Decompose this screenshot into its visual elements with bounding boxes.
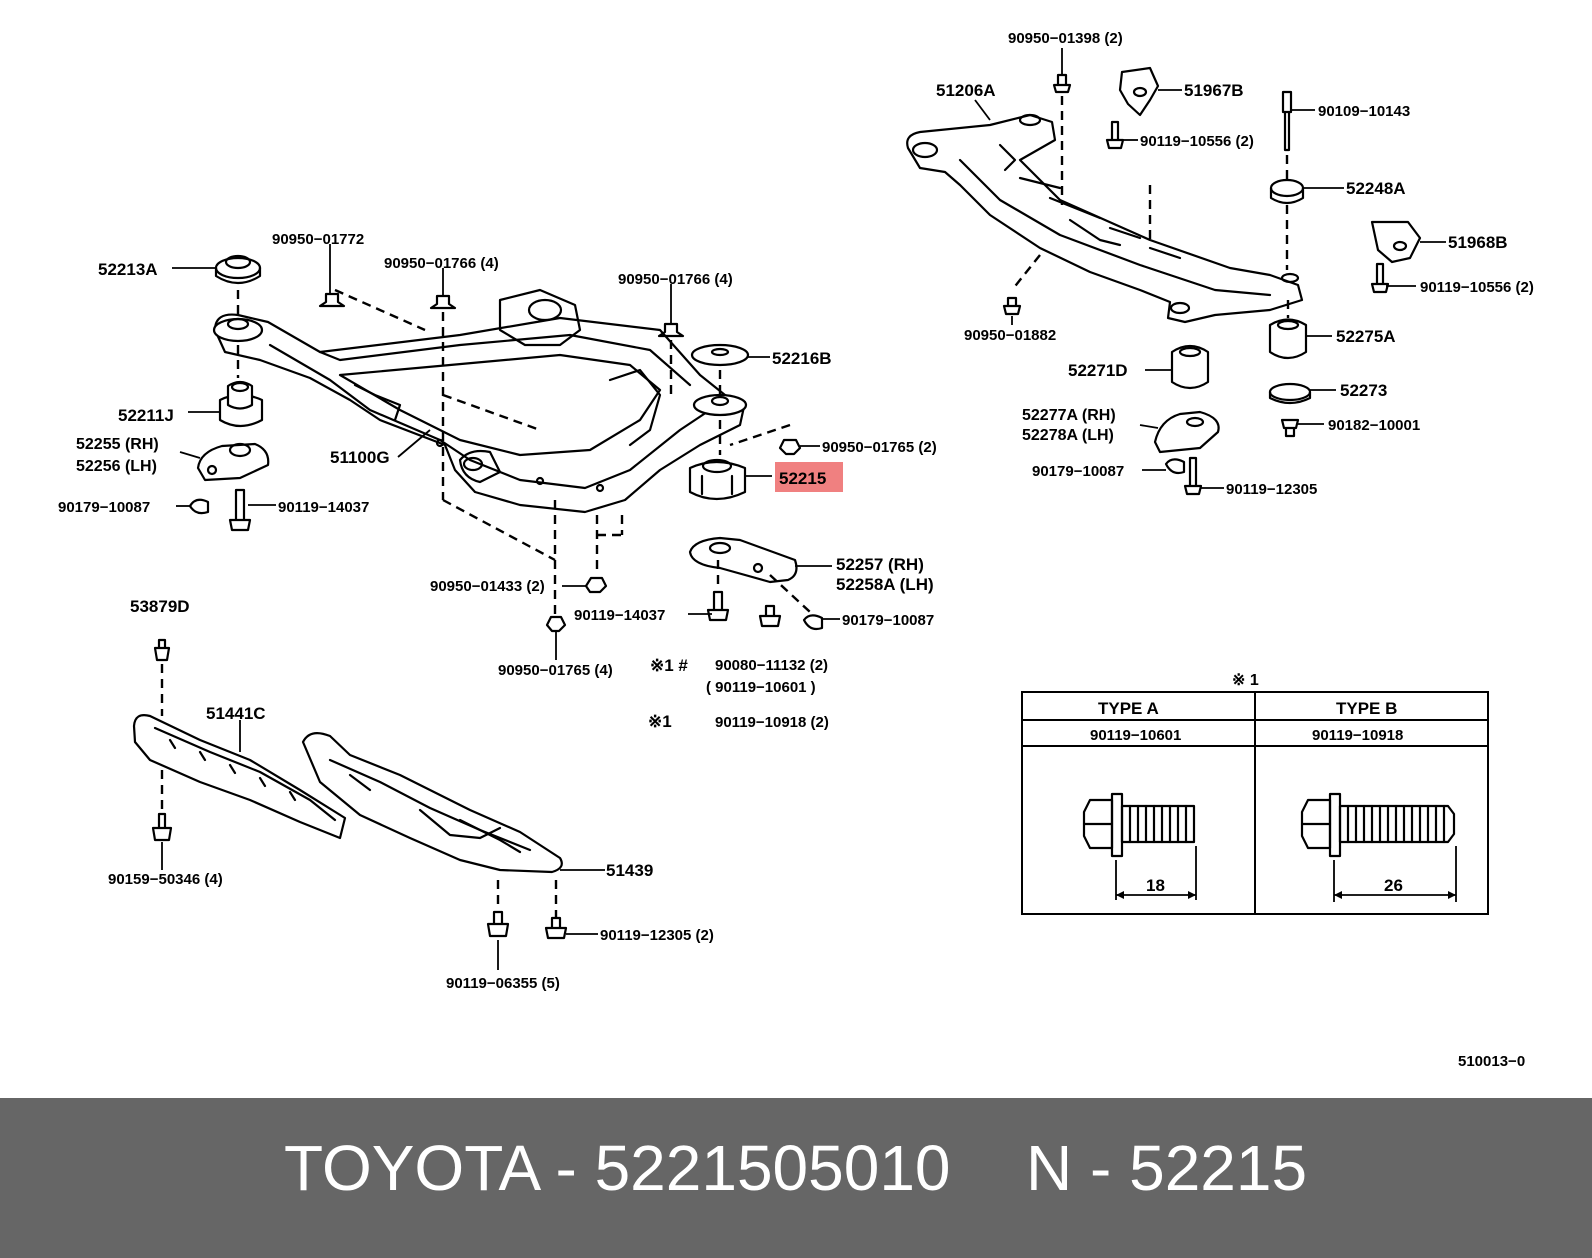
type-b-part: 90119−10918 bbox=[1312, 727, 1403, 744]
label-51441C: 51441C bbox=[206, 704, 266, 723]
rear-guide-lines bbox=[1011, 96, 1290, 318]
label-52275A: 52275A bbox=[1336, 327, 1396, 346]
label-52278A: 52278A (LH) bbox=[1022, 427, 1114, 444]
rear-leader-lines bbox=[974, 48, 1446, 489]
label-90119-10556-top: 90119−10556 (2) bbox=[1140, 133, 1254, 150]
label-90119-12305-rear: 90119−12305 bbox=[1226, 481, 1317, 498]
label-52211J: 52211J bbox=[118, 406, 174, 425]
label-90119-14037-right: 90119−14037 bbox=[574, 607, 665, 624]
label-90159-50346: 90159−50346 (4) bbox=[108, 871, 223, 888]
label-diagram-code: 510013−0 bbox=[1458, 1053, 1525, 1070]
table-title: ※ 1 bbox=[1232, 672, 1259, 689]
label-90950-01765-2: 90950−01765 (2) bbox=[822, 439, 937, 456]
label-52277A: 52277A (RH) bbox=[1022, 407, 1116, 424]
label-90179-10087-rear: 90179−10087 bbox=[1032, 463, 1124, 480]
label-90950-01766-left: 90950−01766 (4) bbox=[384, 255, 499, 272]
label-90119-14037-left: 90119−14037 bbox=[278, 499, 369, 516]
label-90119-10556-right: 90119−10556 (2) bbox=[1420, 279, 1534, 296]
footer-brand-part-number: TOYOTA - 5221505010 bbox=[284, 1132, 951, 1204]
label-90119-10918: 90119−10918 (2) bbox=[715, 714, 829, 731]
label-90119-10601-paren: ( 90119−10601 ) bbox=[706, 679, 816, 696]
label-90109-10143: 90109−10143 bbox=[1318, 103, 1410, 120]
label-53879D: 53879D bbox=[130, 597, 190, 616]
footer-bar: TOYOTA - 5221505010 N - 52215 bbox=[0, 1098, 1592, 1258]
label-52216B: 52216B bbox=[772, 349, 832, 368]
label-52256: 52256 (LH) bbox=[76, 458, 157, 475]
front-guide-lines bbox=[236, 288, 811, 615]
label-90119-06355: 90119−06355 (5) bbox=[446, 975, 560, 992]
bolt-type-table: ※ 1 TYPE A TYPE B 90119−10601 90119−1091… bbox=[1021, 672, 1489, 915]
label-90950-01765-4: 90950−01765 (4) bbox=[498, 662, 613, 679]
label-51968B: 51968B bbox=[1448, 233, 1508, 252]
bolt-type-a-drawing: 18 bbox=[1082, 792, 1197, 900]
label-90179-10087-right: 90179−10087 bbox=[842, 612, 934, 629]
type-a-header: TYPE A bbox=[1098, 699, 1159, 718]
label-52257: 52257 (RH) bbox=[836, 555, 924, 574]
label-51100G: 51100G bbox=[330, 448, 390, 467]
under-covers-drawing bbox=[132, 638, 605, 970]
front-fasteners bbox=[188, 292, 824, 633]
label-90179-10087-left: 90179−10087 bbox=[58, 499, 150, 516]
type-a-part: 90119−10601 bbox=[1090, 727, 1181, 744]
front-bushings-left bbox=[196, 254, 270, 482]
label-90182-10001: 90182−10001 bbox=[1328, 417, 1420, 434]
part-number-labels: 52213A 90950−01772 90950−01766 (4) 90950… bbox=[58, 30, 1534, 1070]
rear-parts-drawing bbox=[1002, 66, 1422, 496]
label-52255: 52255 (RH) bbox=[76, 436, 159, 453]
label-51206A: 51206A bbox=[936, 81, 996, 100]
type-a-length: 18 bbox=[1146, 876, 1165, 895]
label-51967B: 51967B bbox=[1184, 81, 1244, 100]
label-90950-01766-right: 90950−01766 (4) bbox=[618, 271, 733, 288]
exploded-parts-diagram: 52213A 90950−01772 90950−01766 (4) 90950… bbox=[58, 30, 1534, 1070]
front-leader-lines bbox=[172, 244, 840, 660]
rear-crossmember-drawing bbox=[906, 113, 1304, 324]
front-crossmember-drawing bbox=[213, 288, 747, 514]
label-ref1: ※1 bbox=[648, 712, 672, 731]
label-52215: 52215 bbox=[779, 469, 826, 488]
label-52273: 52273 bbox=[1340, 381, 1387, 400]
front-bushings-right bbox=[688, 343, 798, 584]
highlight-52215 bbox=[775, 462, 843, 492]
label-52213A: 52213A bbox=[98, 260, 158, 279]
label-52258A: 52258A (LH) bbox=[836, 575, 934, 594]
label-51439: 51439 bbox=[606, 861, 653, 880]
label-90950-01882: 90950−01882 bbox=[964, 327, 1056, 344]
type-b-header: TYPE B bbox=[1336, 699, 1397, 718]
label-90950-01433: 90950−01433 (2) bbox=[430, 578, 545, 595]
label-90950-01398: 90950−01398 (2) bbox=[1008, 30, 1123, 47]
label-ref1-hash: ※1 # bbox=[650, 656, 688, 675]
label-52248A: 52248A bbox=[1346, 179, 1406, 198]
label-90950-01772: 90950−01772 bbox=[272, 231, 364, 248]
footer-reference-number: N - 52215 bbox=[1026, 1132, 1308, 1204]
label-52271D: 52271D bbox=[1068, 361, 1128, 380]
label-90080-11132: 90080−11132 (2) bbox=[715, 657, 828, 674]
label-90119-12305-2: 90119−12305 (2) bbox=[600, 927, 714, 944]
type-b-length: 26 bbox=[1384, 876, 1403, 895]
bolt-type-b-drawing: 26 bbox=[1300, 792, 1457, 902]
